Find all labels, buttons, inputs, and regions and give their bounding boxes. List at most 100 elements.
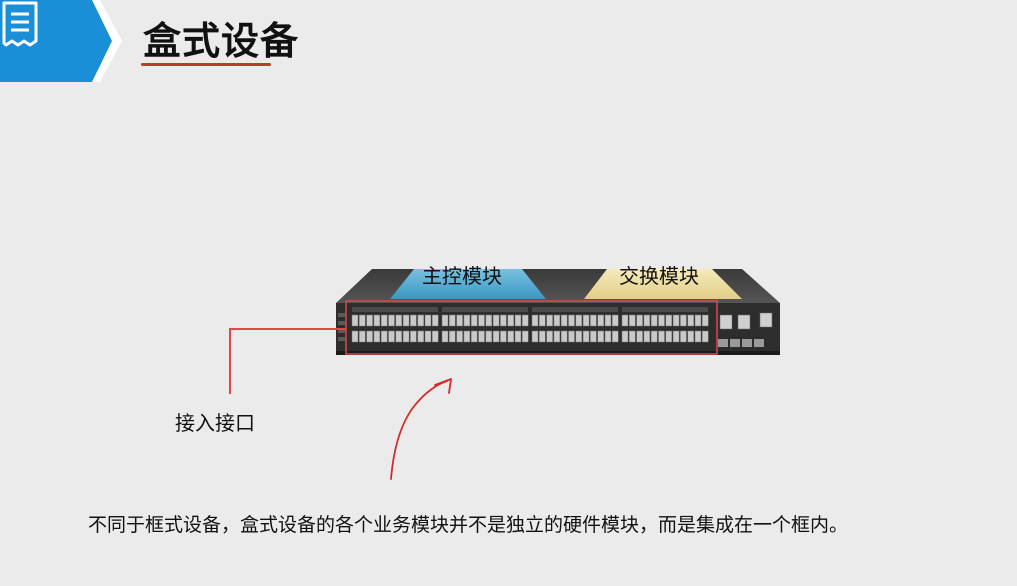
ethernet-port xyxy=(449,330,456,343)
ethernet-port xyxy=(500,314,507,327)
ethernet-port xyxy=(441,314,449,327)
ethernet-port xyxy=(687,330,694,343)
sfp-port xyxy=(730,339,740,347)
ethernet-port xyxy=(643,314,651,327)
ethernet-port xyxy=(553,330,561,343)
ethernet-port xyxy=(456,314,463,327)
page-title: 盒式设备 xyxy=(143,19,300,63)
ethernet-port xyxy=(470,330,478,343)
ethernet-port xyxy=(441,330,449,343)
ethernet-port xyxy=(531,330,539,343)
ethernet-port xyxy=(568,330,575,343)
ethernet-port xyxy=(597,314,604,327)
ethernet-port xyxy=(650,330,658,343)
access-interface-label: 接入接口 xyxy=(175,411,255,435)
ethernet-port xyxy=(694,330,702,343)
ethernet-port xyxy=(388,314,395,327)
ethernet-port xyxy=(612,330,619,343)
port-label-strip xyxy=(622,307,708,312)
switch-device-image xyxy=(332,255,782,365)
ethernet-port xyxy=(485,330,493,343)
ethernet-port xyxy=(514,314,522,327)
callout-line xyxy=(229,328,346,330)
ethernet-port xyxy=(568,314,575,327)
ethernet-port xyxy=(402,330,410,343)
ethernet-port xyxy=(492,314,500,327)
ethernet-port xyxy=(643,330,651,343)
ethernet-port xyxy=(531,314,539,327)
main-control-module-label: 主控模块 xyxy=(422,264,502,288)
port-label-strip xyxy=(352,307,438,312)
ethernet-port xyxy=(522,314,529,327)
management-port xyxy=(759,312,773,328)
status-led xyxy=(338,321,345,325)
ethernet-port xyxy=(373,314,381,327)
ethernet-port xyxy=(424,330,432,343)
ethernet-port xyxy=(553,314,561,327)
ethernet-port xyxy=(604,314,612,327)
ethernet-port xyxy=(514,330,522,343)
ethernet-port xyxy=(582,314,590,327)
ethernet-port xyxy=(417,330,424,343)
ethernet-port xyxy=(395,314,403,327)
ethernet-port xyxy=(687,314,694,327)
ethernet-port xyxy=(410,314,417,327)
ethernet-port xyxy=(560,314,568,327)
ethernet-port xyxy=(351,330,359,343)
ethernet-port xyxy=(507,330,514,343)
ethernet-port xyxy=(575,330,583,343)
ethernet-port xyxy=(575,314,583,327)
ethernet-port xyxy=(470,314,478,327)
ethernet-port xyxy=(680,314,687,327)
status-led xyxy=(338,329,345,333)
ethernet-port xyxy=(359,330,366,343)
ethernet-port xyxy=(432,330,439,343)
ethernet-port xyxy=(560,330,568,343)
caption-text: 不同于框式设备，盒式设备的各个业务模块并不是独立的硬件模块，而是集成在一个框内。 xyxy=(88,514,849,536)
ethernet-port xyxy=(629,314,636,327)
status-led xyxy=(338,337,345,341)
management-port xyxy=(737,314,751,330)
ethernet-port xyxy=(373,330,381,343)
ethernet-port xyxy=(694,314,702,327)
ethernet-port xyxy=(590,330,597,343)
ethernet-port xyxy=(449,314,456,327)
ethernet-port xyxy=(539,330,546,343)
ethernet-port xyxy=(672,314,680,327)
annotation-arrow xyxy=(390,378,452,480)
ethernet-port xyxy=(395,330,403,343)
header-badge xyxy=(0,0,122,82)
ethernet-port xyxy=(424,314,432,327)
ethernet-port xyxy=(621,330,629,343)
main-module-highlight xyxy=(390,269,546,299)
callout-line xyxy=(229,328,231,394)
ethernet-port xyxy=(636,330,643,343)
ethernet-port xyxy=(629,330,636,343)
ethernet-port xyxy=(702,314,709,327)
ethernet-port xyxy=(665,330,673,343)
ethernet-port xyxy=(492,330,500,343)
ethernet-port xyxy=(658,330,665,343)
ethernet-port xyxy=(665,314,673,327)
ethernet-port xyxy=(590,314,597,327)
document-list-icon xyxy=(2,1,38,47)
ethernet-port xyxy=(366,314,373,327)
ethernet-port xyxy=(650,314,658,327)
switching-module-label: 交换模块 xyxy=(619,264,699,288)
ethernet-port xyxy=(672,330,680,343)
ethernet-port xyxy=(380,330,388,343)
ethernet-port xyxy=(597,330,604,343)
ethernet-port xyxy=(485,314,493,327)
ethernet-port xyxy=(417,314,424,327)
ethernet-port xyxy=(478,330,485,343)
ethernet-port xyxy=(432,314,439,327)
ethernet-port xyxy=(702,330,709,343)
access-interface-outline xyxy=(345,300,718,355)
ethernet-port xyxy=(546,314,553,327)
ethernet-port xyxy=(359,314,366,327)
ethernet-port xyxy=(380,314,388,327)
ethernet-port xyxy=(463,314,471,327)
ethernet-port xyxy=(410,330,417,343)
ethernet-port xyxy=(582,330,590,343)
ethernet-port xyxy=(621,314,629,327)
